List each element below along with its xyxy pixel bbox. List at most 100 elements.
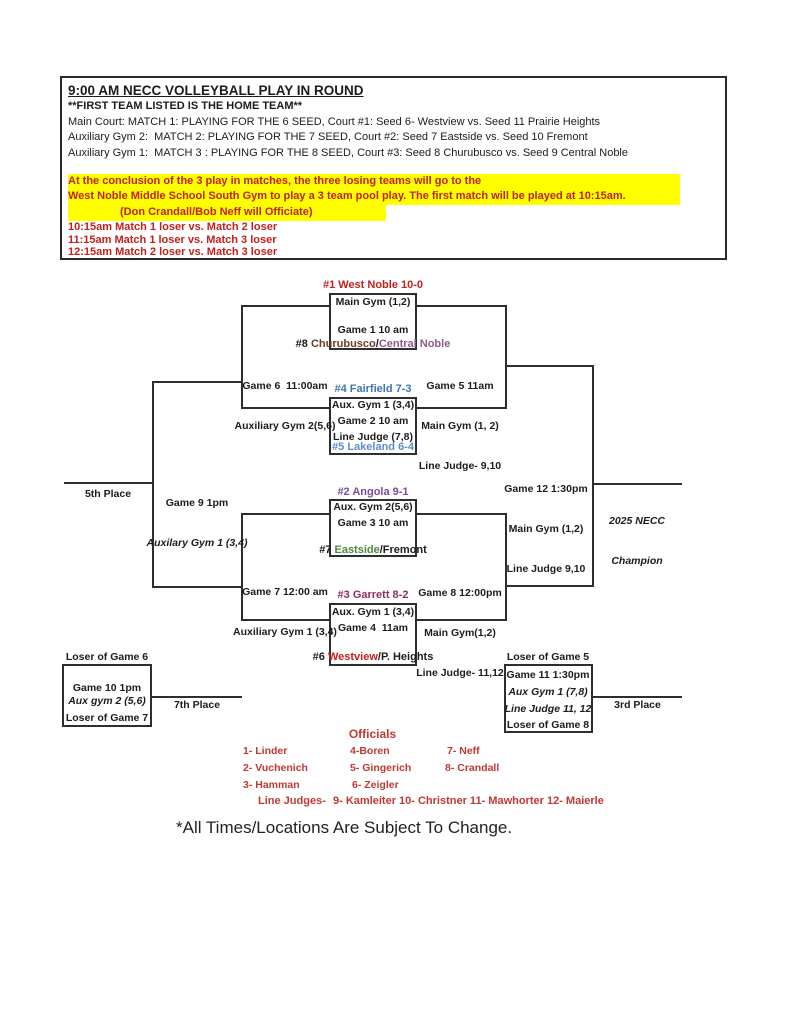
champion-label: 2025 NECC Champion xyxy=(595,489,679,593)
officials-title: Officials xyxy=(348,727,397,741)
game12-label: Game 12 1:30pm xyxy=(504,483,588,495)
pool-notice-line-3: (Don Crandall/Bob Neff will Officiate) xyxy=(68,205,386,221)
seed7-team-eastside: Eastside xyxy=(334,544,380,556)
pool-schedule-2: 11:15am Match 1 loser vs. Match 3 loser xyxy=(68,233,277,246)
game12-line-judge: Line Judge 9,10 xyxy=(506,563,586,575)
pool-schedule-1: 10:15am Match 1 loser vs. Match 2 loser xyxy=(68,220,278,233)
seed6-separator: / xyxy=(377,651,381,663)
line-judges-label: Line Judges- xyxy=(258,795,326,807)
game3-left-connector xyxy=(242,513,329,515)
game2-label: Game 2 10 am xyxy=(337,415,409,427)
third-place-line xyxy=(592,696,682,698)
game7-bracket-line xyxy=(241,513,243,621)
game6-venue: Auxiliary Gym 2(5,6) xyxy=(234,420,336,432)
game4-venue: Aux. Gym 1 (3,4) xyxy=(331,606,415,618)
game4-right-connector xyxy=(417,619,506,621)
game5-line-judge: Line Judge- 9,10 xyxy=(418,460,502,472)
game8-winner-line xyxy=(505,585,593,587)
official-6: 6- Zeigler xyxy=(352,779,399,791)
seed-angola: #2 Angola 9-1 xyxy=(337,486,409,498)
champion-line-2: Champion xyxy=(611,555,663,567)
seed-westview-p-heights: #6 Westview/P. Heights xyxy=(273,651,473,663)
game5-bracket-line xyxy=(505,305,507,409)
court-line-1: Main Court: MATCH 1: PLAYING FOR THE 6 S… xyxy=(68,115,601,128)
line-judges-names: 9- Kamleiter 10- Christner 11- Mawhorter… xyxy=(333,795,604,807)
game6-label: Game 6 11:00am xyxy=(242,380,328,392)
game5-info: Game 5 11am Main Gym (1, 2) Line Judge- … xyxy=(410,354,510,498)
seventh-place-label: 7th Place xyxy=(173,699,221,711)
header-box: 9:00 AM NECC VOLLEYBALL PLAY IN ROUND **… xyxy=(60,76,727,260)
game3-box xyxy=(329,499,417,557)
seed-fairfield: #4 Fairfield 7-3 xyxy=(334,383,412,395)
game7-label: Game 7 12:00 am xyxy=(242,586,328,598)
game8-bracket-line xyxy=(505,513,507,621)
game8-venue: Main Gym(1,2) xyxy=(424,627,496,639)
game2-left-connector xyxy=(242,407,329,409)
game4-box xyxy=(329,603,417,666)
game6-winner-line xyxy=(153,381,242,383)
game8-info: Game 8 12:00pm Main Gym(1,2) Line Judge-… xyxy=(410,561,510,705)
pool-notice-line-1: At the conclusion of the 3 play in match… xyxy=(68,173,680,190)
game6-bracket-line xyxy=(241,305,243,409)
official-3: 3- Hamman xyxy=(243,779,300,791)
game10-top-slot: Loser of Game 6 xyxy=(65,651,149,663)
champion-line xyxy=(592,483,682,485)
game4-label: Game 4 11am xyxy=(337,622,409,634)
game11-box xyxy=(504,664,593,733)
third-place-label: 3rd Place xyxy=(614,699,661,711)
seed7-team-fremont: Fremont xyxy=(382,544,427,556)
game5-winner-line xyxy=(505,365,593,367)
seed6-team-p-heights: P. Heights xyxy=(380,651,434,663)
court-line-2: Auxiliary Gym 2: MATCH 2: PLAYING FOR TH… xyxy=(68,131,588,144)
home-team-note: **FIRST TEAM LISTED IS THE HOME TEAM** xyxy=(68,100,303,112)
fifth-place-line xyxy=(64,482,153,484)
game10-bottom-slot: Loser of Game 7 xyxy=(65,712,149,724)
seed8-team-churubusco: Churubusco xyxy=(310,338,376,350)
game7-venue: Auxiliary Gym 1 (3,4) xyxy=(233,626,337,638)
game7-winner-line xyxy=(153,586,242,588)
seed-eastside-fremont: #7 Eastside/Fremont xyxy=(273,544,473,556)
seed8-separator: / xyxy=(375,338,379,350)
game10-box xyxy=(62,664,152,727)
game2-venue: Aux. Gym 1 (3,4) xyxy=(331,399,415,411)
game12-bracket-line xyxy=(592,365,594,587)
game3-right-connector xyxy=(417,513,506,515)
court-line-3: Auxiliary Gym 1: MATCH 3 : PLAYING FOR T… xyxy=(68,147,628,160)
seed6-number: #6 xyxy=(312,651,328,663)
spacer xyxy=(68,162,719,174)
game2-box xyxy=(329,397,417,455)
game9-bracket-line xyxy=(152,381,154,588)
official-8: 8- Crandall xyxy=(445,762,500,774)
game7-info: Game 7 12:00 am Auxiliary Gym 1 (3,4) xyxy=(232,560,338,664)
seventh-place-line xyxy=(152,696,242,698)
game11-top-slot: Loser of Game 5 xyxy=(506,651,590,663)
game4-left-connector xyxy=(242,619,329,621)
seed8-number: #8 xyxy=(295,338,311,350)
game9-venue: Auxilary Gym 1 (3,4) xyxy=(146,537,248,549)
game11-bottom-slot: Loser of Game 8 xyxy=(506,719,590,731)
game1-label: Game 1 10 am xyxy=(337,324,409,336)
game11-label: Game 11 1:30pm xyxy=(506,669,590,681)
game1-venue: Main Gym (1,2) xyxy=(335,296,411,308)
seed-lakeland: #5 Lakeland 6-4 xyxy=(332,441,414,453)
game1-left-connector xyxy=(242,305,329,307)
game2-line-judge: Line Judge (7,8) xyxy=(333,431,413,443)
pool-schedule-3: 12:15am Match 2 loser vs. Match 3 loser xyxy=(68,246,278,259)
official-5: 5- Gingerich xyxy=(350,762,412,774)
seed-garrett: #3 Garrett 8-2 xyxy=(337,589,409,601)
game1-right-connector xyxy=(417,305,506,307)
seed-churubusco-central-noble: #8 Churubusco/Central Noble xyxy=(273,338,473,350)
seed6-team-westview: Westview xyxy=(327,651,378,663)
seed8-team-central-noble: Central Noble xyxy=(378,338,451,350)
game8-line-judge: Line Judge- 11,12 xyxy=(416,667,504,679)
game10-venue: Aux gym 2 (5,6) xyxy=(68,695,146,707)
game5-venue: Main Gym (1, 2) xyxy=(421,420,499,432)
official-1: 1- Linder xyxy=(243,745,288,757)
champion-line-1: 2025 NECC xyxy=(608,515,666,527)
game2-right-connector xyxy=(417,407,506,409)
fifth-place-label: 5th Place xyxy=(84,488,132,500)
official-7: 7- Neff xyxy=(447,745,480,757)
game8-label: Game 8 12:00pm xyxy=(418,587,502,599)
seed-west-noble: #1 West Noble 10-0 xyxy=(322,279,424,291)
